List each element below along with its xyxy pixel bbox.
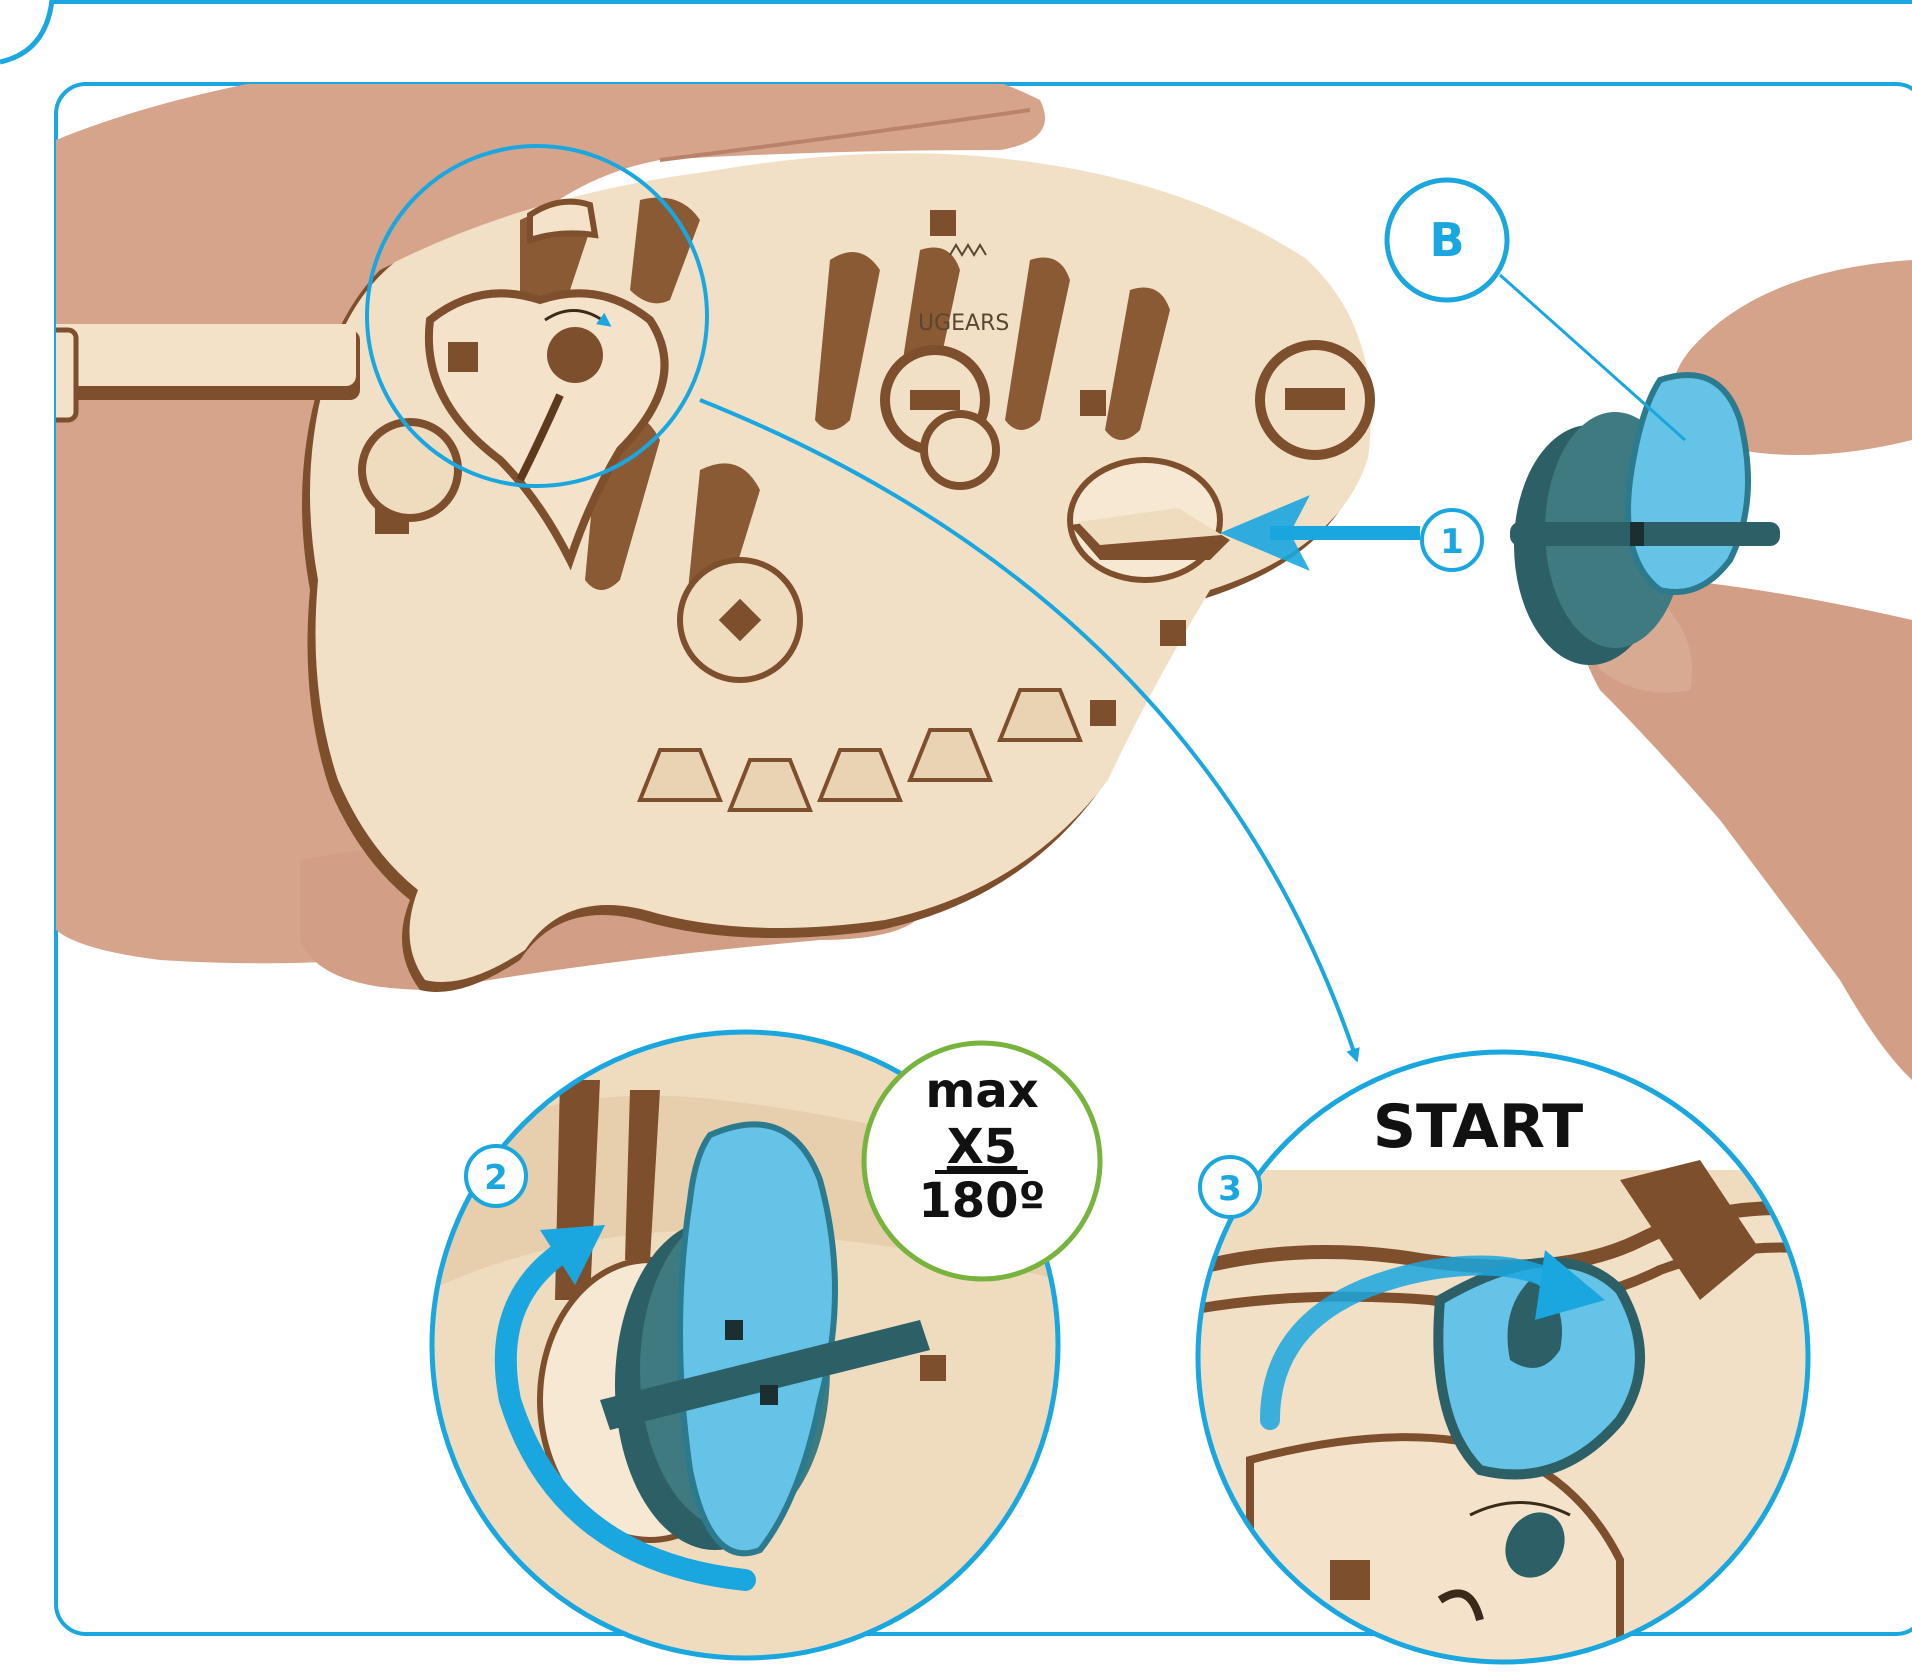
step-1-label: 1 — [1422, 510, 1482, 570]
limit-line1: max — [925, 1063, 1038, 1119]
step-3-text: 3 — [1218, 1169, 1242, 1209]
step-1-text: 1 — [1440, 522, 1464, 562]
step-2-text: 2 — [484, 1158, 508, 1198]
step-corner-badge — [0, 0, 52, 62]
part-b-text: B — [1429, 213, 1464, 267]
brand-text: UGEARS — [918, 311, 1009, 336]
part-b-label: B — [1387, 180, 1507, 300]
start-text: START — [1373, 1092, 1583, 1162]
step-3-label: 3 — [1200, 1157, 1260, 1217]
step-2-label: 2 — [466, 1146, 526, 1206]
limit-line3: 180º — [918, 1173, 1045, 1229]
limit-line2: X5 — [947, 1119, 1017, 1175]
limit-badge: max X5 180º — [864, 1043, 1100, 1279]
